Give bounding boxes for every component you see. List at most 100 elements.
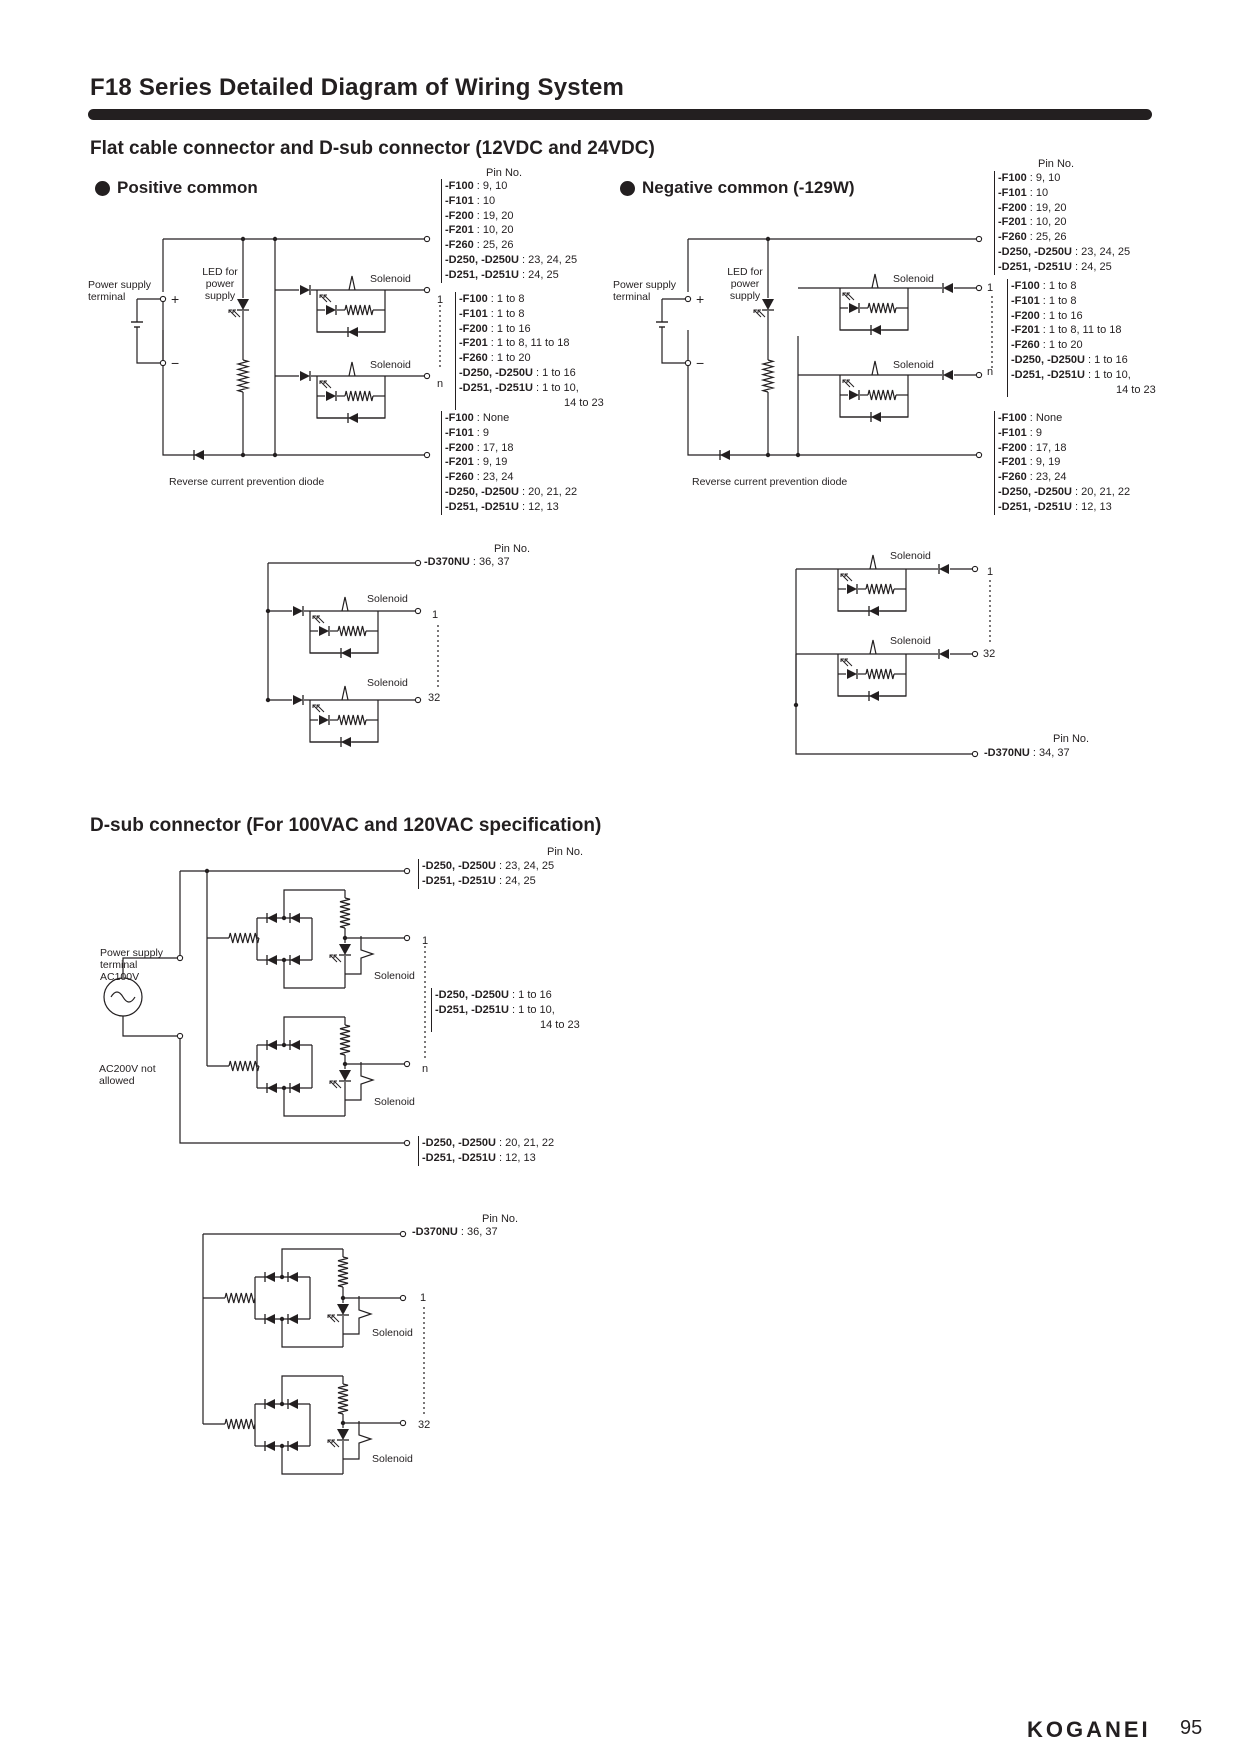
diode-icon — [289, 1039, 301, 1051]
terminal-icon — [423, 235, 431, 243]
pin-mark-first: 1 — [422, 935, 429, 947]
solenoid-coil-icon — [341, 685, 349, 701]
led-icon — [846, 668, 858, 680]
diode-icon — [938, 648, 950, 660]
pin-numbers: : 10 — [473, 194, 496, 207]
terminal-icon — [159, 295, 167, 303]
pin-list-row: -F200 : 17, 18 — [998, 441, 1130, 456]
junction-dot — [279, 1274, 285, 1280]
wire — [122, 1016, 177, 1037]
resistor-icon — [228, 1060, 260, 1072]
solenoid-label: Solenoid — [374, 970, 415, 982]
led-icon — [236, 298, 250, 311]
model-code: -F201 — [459, 337, 488, 350]
wire — [162, 330, 424, 456]
model-code: -D370NU — [984, 747, 1030, 759]
model-code: -D251, -D251U — [998, 260, 1072, 273]
diode-icon — [266, 954, 278, 966]
model-code: -F260 — [1011, 339, 1040, 352]
pin-numbers: : 23, 24, 25 — [1071, 245, 1131, 258]
pin-list-positive-bottom: -F100 : None-F101 : 9-F200 : 17, 18-F201… — [441, 411, 577, 515]
solenoid-coil-icon — [871, 360, 879, 376]
plus-sign: + — [696, 291, 705, 307]
terminal-icon — [414, 607, 422, 615]
power-supply-label: Power supply terminal AC100V — [100, 947, 164, 983]
solenoid-label: Solenoid — [367, 677, 408, 689]
led-label: LED for power supply — [727, 266, 763, 302]
pin-list-row: -F200 : 1 to 16 — [1011, 309, 1156, 324]
junction-dot — [279, 1316, 285, 1322]
pin-list-row: -F200 : 19, 20 — [998, 201, 1130, 216]
model-code: -F260 — [998, 231, 1027, 244]
diode-icon — [299, 370, 311, 382]
resistor-icon — [337, 714, 367, 726]
solenoid-label: Solenoid — [370, 359, 411, 371]
resistor-icon — [760, 359, 776, 393]
wire — [179, 1039, 404, 1144]
pin-list-row: -F201 : 10, 20 — [998, 215, 1130, 230]
junction-dot — [795, 452, 801, 458]
model-code: -D370NU — [424, 556, 470, 568]
light-rays-icon — [329, 954, 342, 963]
pin-no-header: Pin No. — [1038, 158, 1075, 170]
pin-list-row: -D250, -D250U : 20, 21, 22 — [422, 1136, 554, 1151]
resistor-icon — [867, 302, 897, 314]
terminal-icon — [403, 1060, 411, 1068]
terminal-icon — [159, 359, 167, 367]
light-rays-icon — [842, 292, 855, 301]
pin-list-row: -D251, -D251U : 12, 13 — [422, 1151, 554, 1166]
pin-mark-first: 1 — [432, 609, 439, 621]
diode-label: Reverse current prevention diode — [169, 476, 325, 488]
light-rays-icon — [312, 615, 325, 624]
model-code: -D251, -D251U — [1011, 368, 1085, 381]
pin-mark-first: 1 — [437, 294, 444, 306]
pin-list-row: -F100 : 9, 10 — [445, 179, 577, 194]
model-code: -F201 — [998, 216, 1027, 229]
diode-icon — [340, 647, 352, 659]
pin-list-row: -D250, -D250U : 20, 21, 22 — [998, 485, 1130, 500]
pin-list-row: -F201 : 9, 19 — [445, 455, 577, 470]
model-code: -F201 — [998, 456, 1027, 469]
positive-common-heading: Positive common — [95, 178, 258, 198]
positive-common-label: Positive common — [117, 178, 258, 197]
wire — [795, 620, 972, 755]
section-title-ac: D-sub connector (For 100VAC and 120VAC s… — [90, 815, 602, 836]
terminal-icon — [975, 451, 983, 459]
light-rays-icon — [319, 294, 332, 303]
pin-numbers: : 1 to 8, 11 to 18 — [1039, 324, 1122, 337]
pin-numbers: : 20, 21, 22 — [1071, 485, 1131, 498]
wire — [687, 330, 976, 456]
light-rays-icon — [319, 380, 332, 389]
solenoid-coil-icon — [345, 1062, 375, 1101]
terminal-icon — [399, 1230, 407, 1238]
pin-numbers: : 1 to 16 — [1084, 353, 1128, 366]
junction-dot — [281, 1042, 287, 1048]
pin-list-row: -F100 : 9, 10 — [998, 171, 1130, 186]
model-code: -F101 — [998, 186, 1027, 199]
pin-mark-last: 32 — [983, 648, 996, 660]
junction-dot — [793, 702, 799, 708]
diode-icon — [292, 694, 304, 706]
pin-numbers: : 12, 13 — [1071, 500, 1112, 513]
led-icon — [848, 389, 860, 401]
wire — [122, 957, 177, 977]
plus-sign: + — [171, 291, 180, 307]
pin-numbers: : 20, 21, 22 — [495, 1137, 555, 1149]
model-code: -F200 — [998, 201, 1027, 214]
diode-icon — [870, 324, 882, 336]
model-code: -F200 — [445, 441, 474, 454]
wire — [283, 1088, 345, 1117]
pin-list-row: -F200 : 17, 18 — [445, 441, 577, 456]
model-code: -D250, -D250U — [435, 989, 509, 1001]
pin-numbers: : 17, 18 — [473, 441, 514, 454]
junction-dot — [279, 1443, 285, 1449]
solenoid-label: Solenoid — [890, 550, 931, 562]
pin-numbers: : 17, 18 — [1026, 441, 1067, 454]
wire — [281, 1375, 343, 1404]
solenoid-label: Solenoid — [367, 593, 408, 605]
pin-list-row: -F260 : 23, 24 — [445, 470, 577, 485]
pin-numbers: : 20, 21, 22 — [518, 485, 578, 498]
wire — [281, 1248, 343, 1277]
terminal-icon — [971, 650, 979, 658]
pin-list-row: -D250, -D250U : 1 to 16 — [459, 366, 604, 381]
